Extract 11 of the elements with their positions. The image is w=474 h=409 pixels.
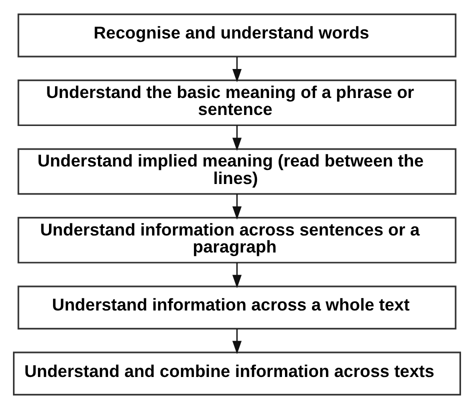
node-box: Understand and combine information across texts (12, 352, 462, 396)
arrow (232, 56, 242, 82)
arrow (232, 328, 242, 354)
node-box: Understand information across sentences or a paragraph (18, 216, 456, 264)
node-box: Recognise and understand words (18, 14, 456, 58)
node-box: Understand implied meaning (read between the lines) (18, 148, 456, 195)
node-box: Understand the basic meaning of a phrase or sentence (18, 80, 456, 126)
node-box: Understand information across a whole text (18, 286, 456, 330)
arrow (232, 262, 242, 288)
arrow (232, 194, 242, 220)
arrow (232, 125, 242, 151)
